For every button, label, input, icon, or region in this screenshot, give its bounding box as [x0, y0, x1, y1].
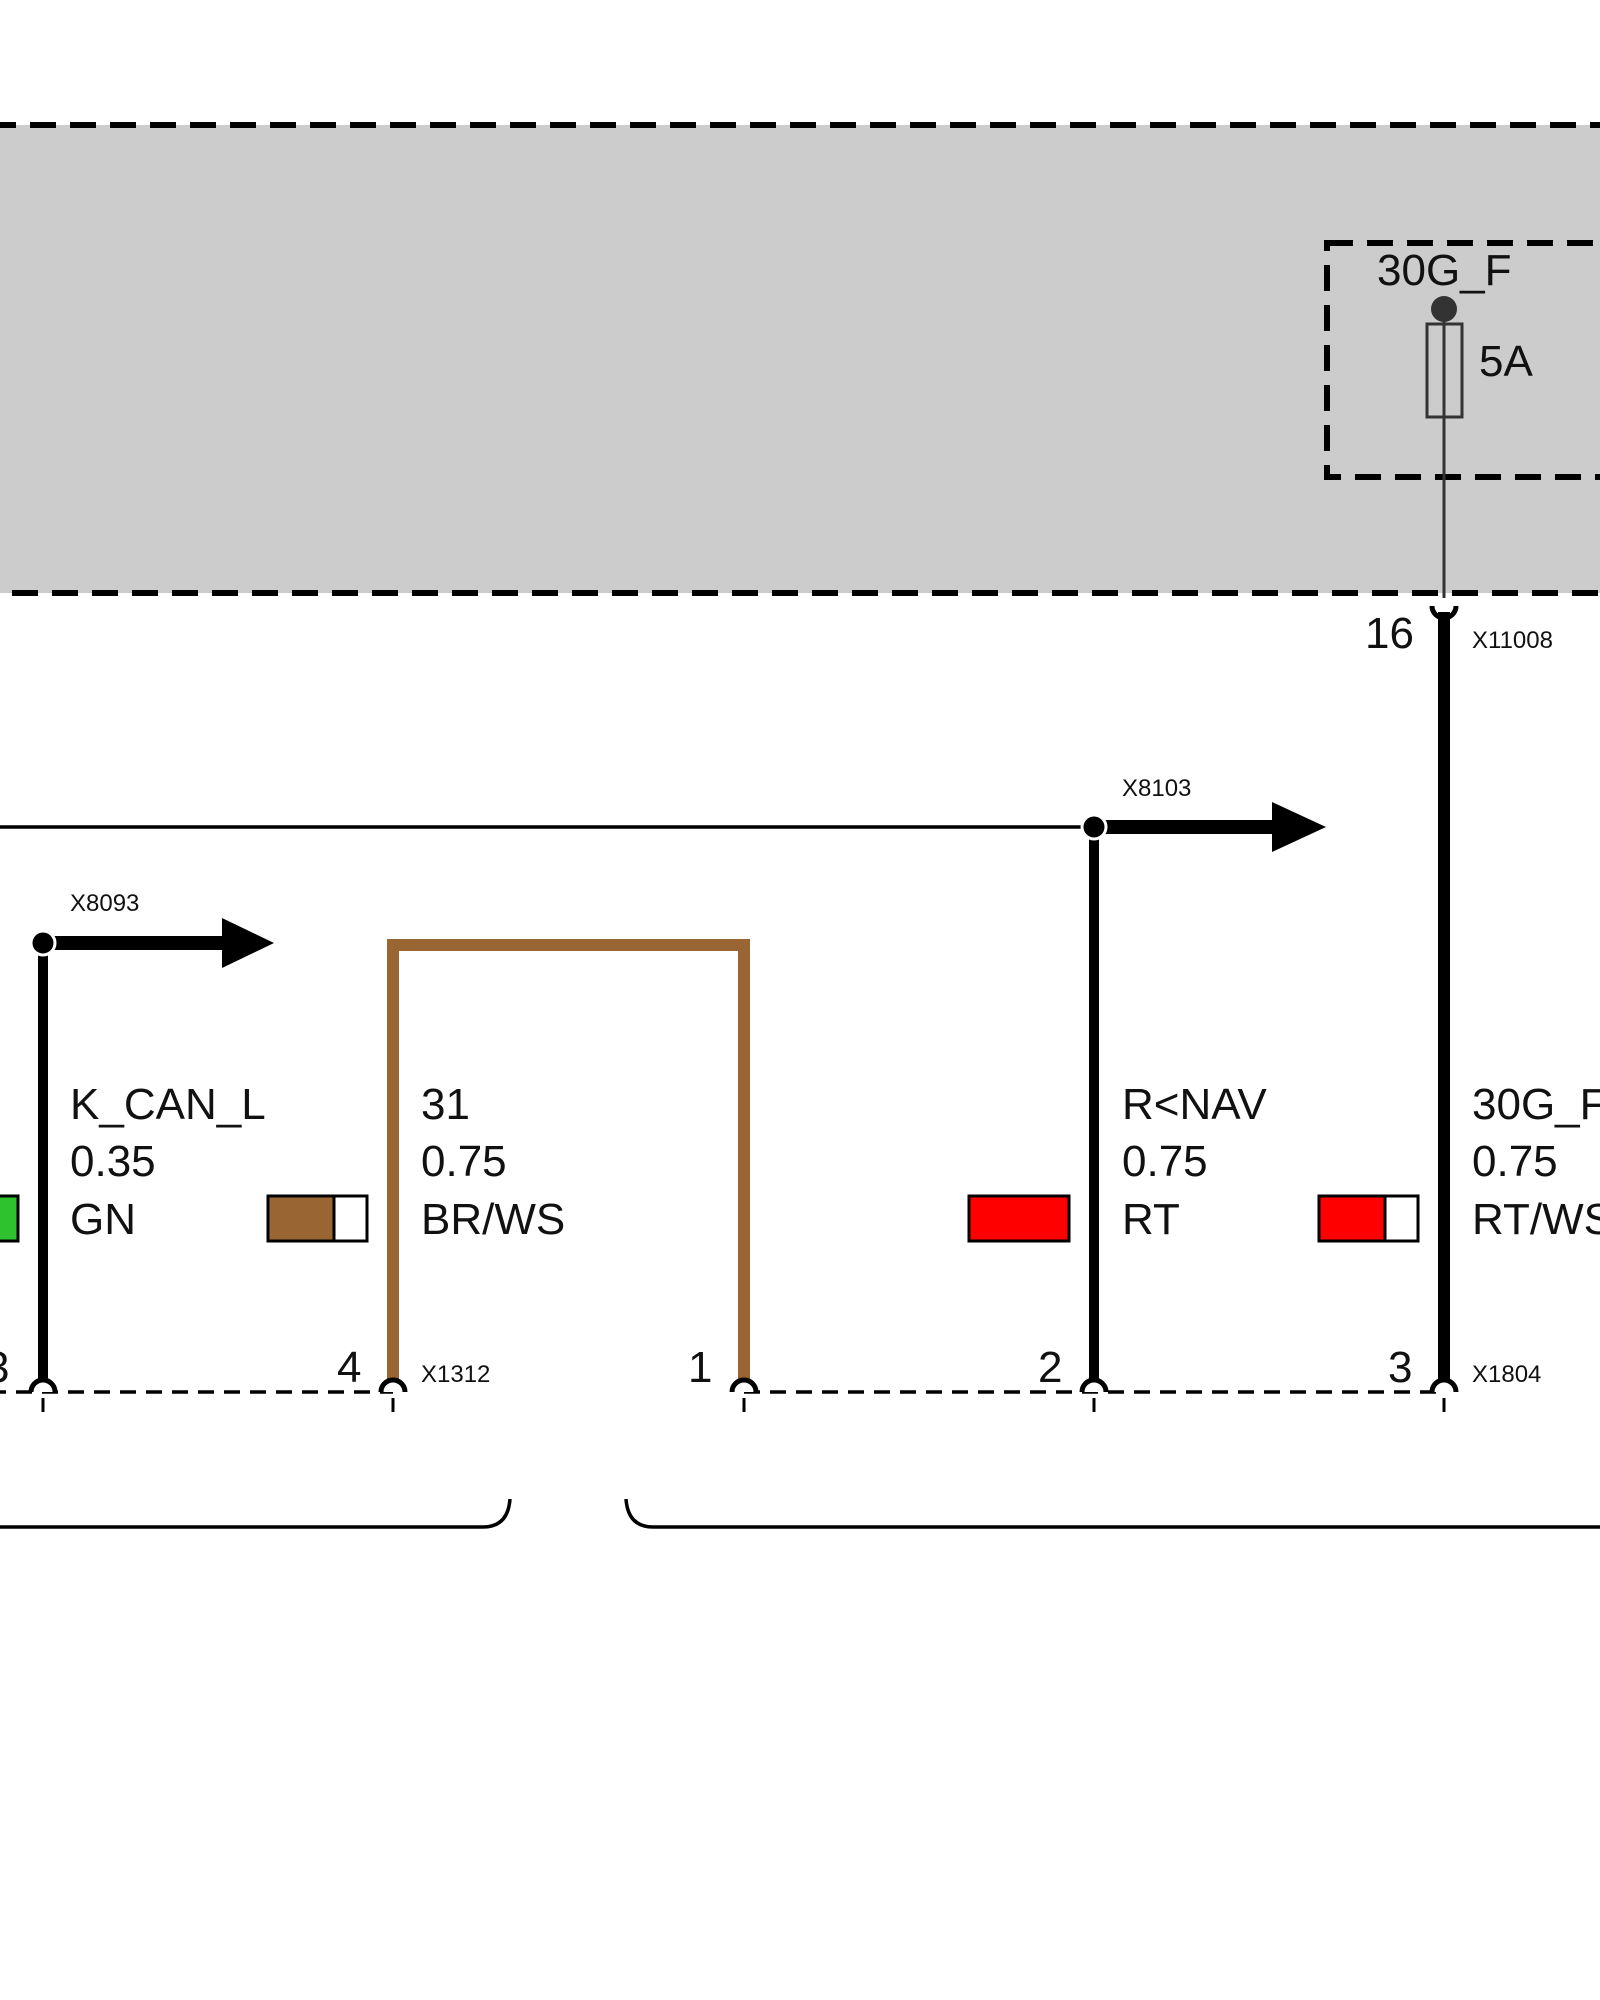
bus-connector-id: X8103 — [1122, 775, 1191, 802]
component-bracket-left — [0, 1498, 512, 1529]
pin-socket-4 — [378, 1377, 408, 1412]
pin-socket-3-left — [28, 1377, 58, 1412]
wire-color-code: BR/WS — [421, 1195, 565, 1244]
pin-number-3-left: 3 — [0, 1343, 9, 1392]
swatch-brown-white — [266, 1194, 369, 1243]
control-module-box — [0, 122, 1600, 596]
branch-arrow-head — [222, 918, 274, 968]
pin-socket-3-right — [1429, 1377, 1459, 1412]
wire-size: 0.75 — [421, 1137, 507, 1186]
splice-x8093 — [29, 929, 57, 957]
wire-label-30g-f: 30G_F 0.75 RT/WS — [1472, 1080, 1600, 1244]
wire-name: 31 — [421, 1080, 470, 1129]
module-connector-id: X11008 — [1472, 627, 1553, 654]
swatch-red — [967, 1194, 1071, 1243]
component-bracket-right — [624, 1498, 1600, 1529]
wire-color-code: RT/WS — [1472, 1195, 1600, 1244]
pin-number-2: 2 — [1038, 1343, 1062, 1392]
connector-id-right: X1804 — [1472, 1361, 1541, 1388]
swatch-red-white — [1317, 1194, 1420, 1243]
pin-number-1: 1 — [688, 1343, 712, 1392]
connector-id-left: X1312 — [421, 1361, 490, 1388]
fuse-rating: 5A — [1479, 337, 1533, 386]
wire-size: 0.35 — [70, 1137, 156, 1186]
fuse-box — [1324, 240, 1600, 480]
bus-arrow-head — [1272, 802, 1326, 852]
wire-31-loop — [387, 939, 750, 1380]
wire-color-code: GN — [70, 1195, 136, 1244]
swatch-green — [0, 1194, 20, 1243]
wire-color-code: RT — [1122, 1195, 1180, 1244]
wire-name: R<NAV — [1122, 1080, 1267, 1129]
wire-label-k-can-l: K_CAN_L 0.35 GN — [70, 1080, 266, 1244]
pin-number-3-right: 3 — [1388, 1343, 1412, 1392]
wire-name: 30G_F — [1472, 1080, 1600, 1129]
wire-name: K_CAN_L — [70, 1080, 266, 1129]
wire-size: 0.75 — [1122, 1137, 1208, 1186]
pin-socket-2 — [1079, 1377, 1109, 1412]
fuse-label: 30G_F — [1377, 246, 1512, 295]
splice-x8103 — [1080, 813, 1108, 841]
wire-size: 0.75 — [1472, 1137, 1558, 1186]
wire-label-r-nav: R<NAV 0.75 RT — [1122, 1080, 1267, 1244]
pin-number-4: 4 — [337, 1343, 361, 1392]
module-pin-number: 16 — [1365, 609, 1414, 658]
wire-label-31: 31 0.75 BR/WS — [421, 1080, 565, 1244]
branch-connector-id: X8093 — [70, 890, 139, 917]
pin-socket-1 — [729, 1377, 759, 1412]
